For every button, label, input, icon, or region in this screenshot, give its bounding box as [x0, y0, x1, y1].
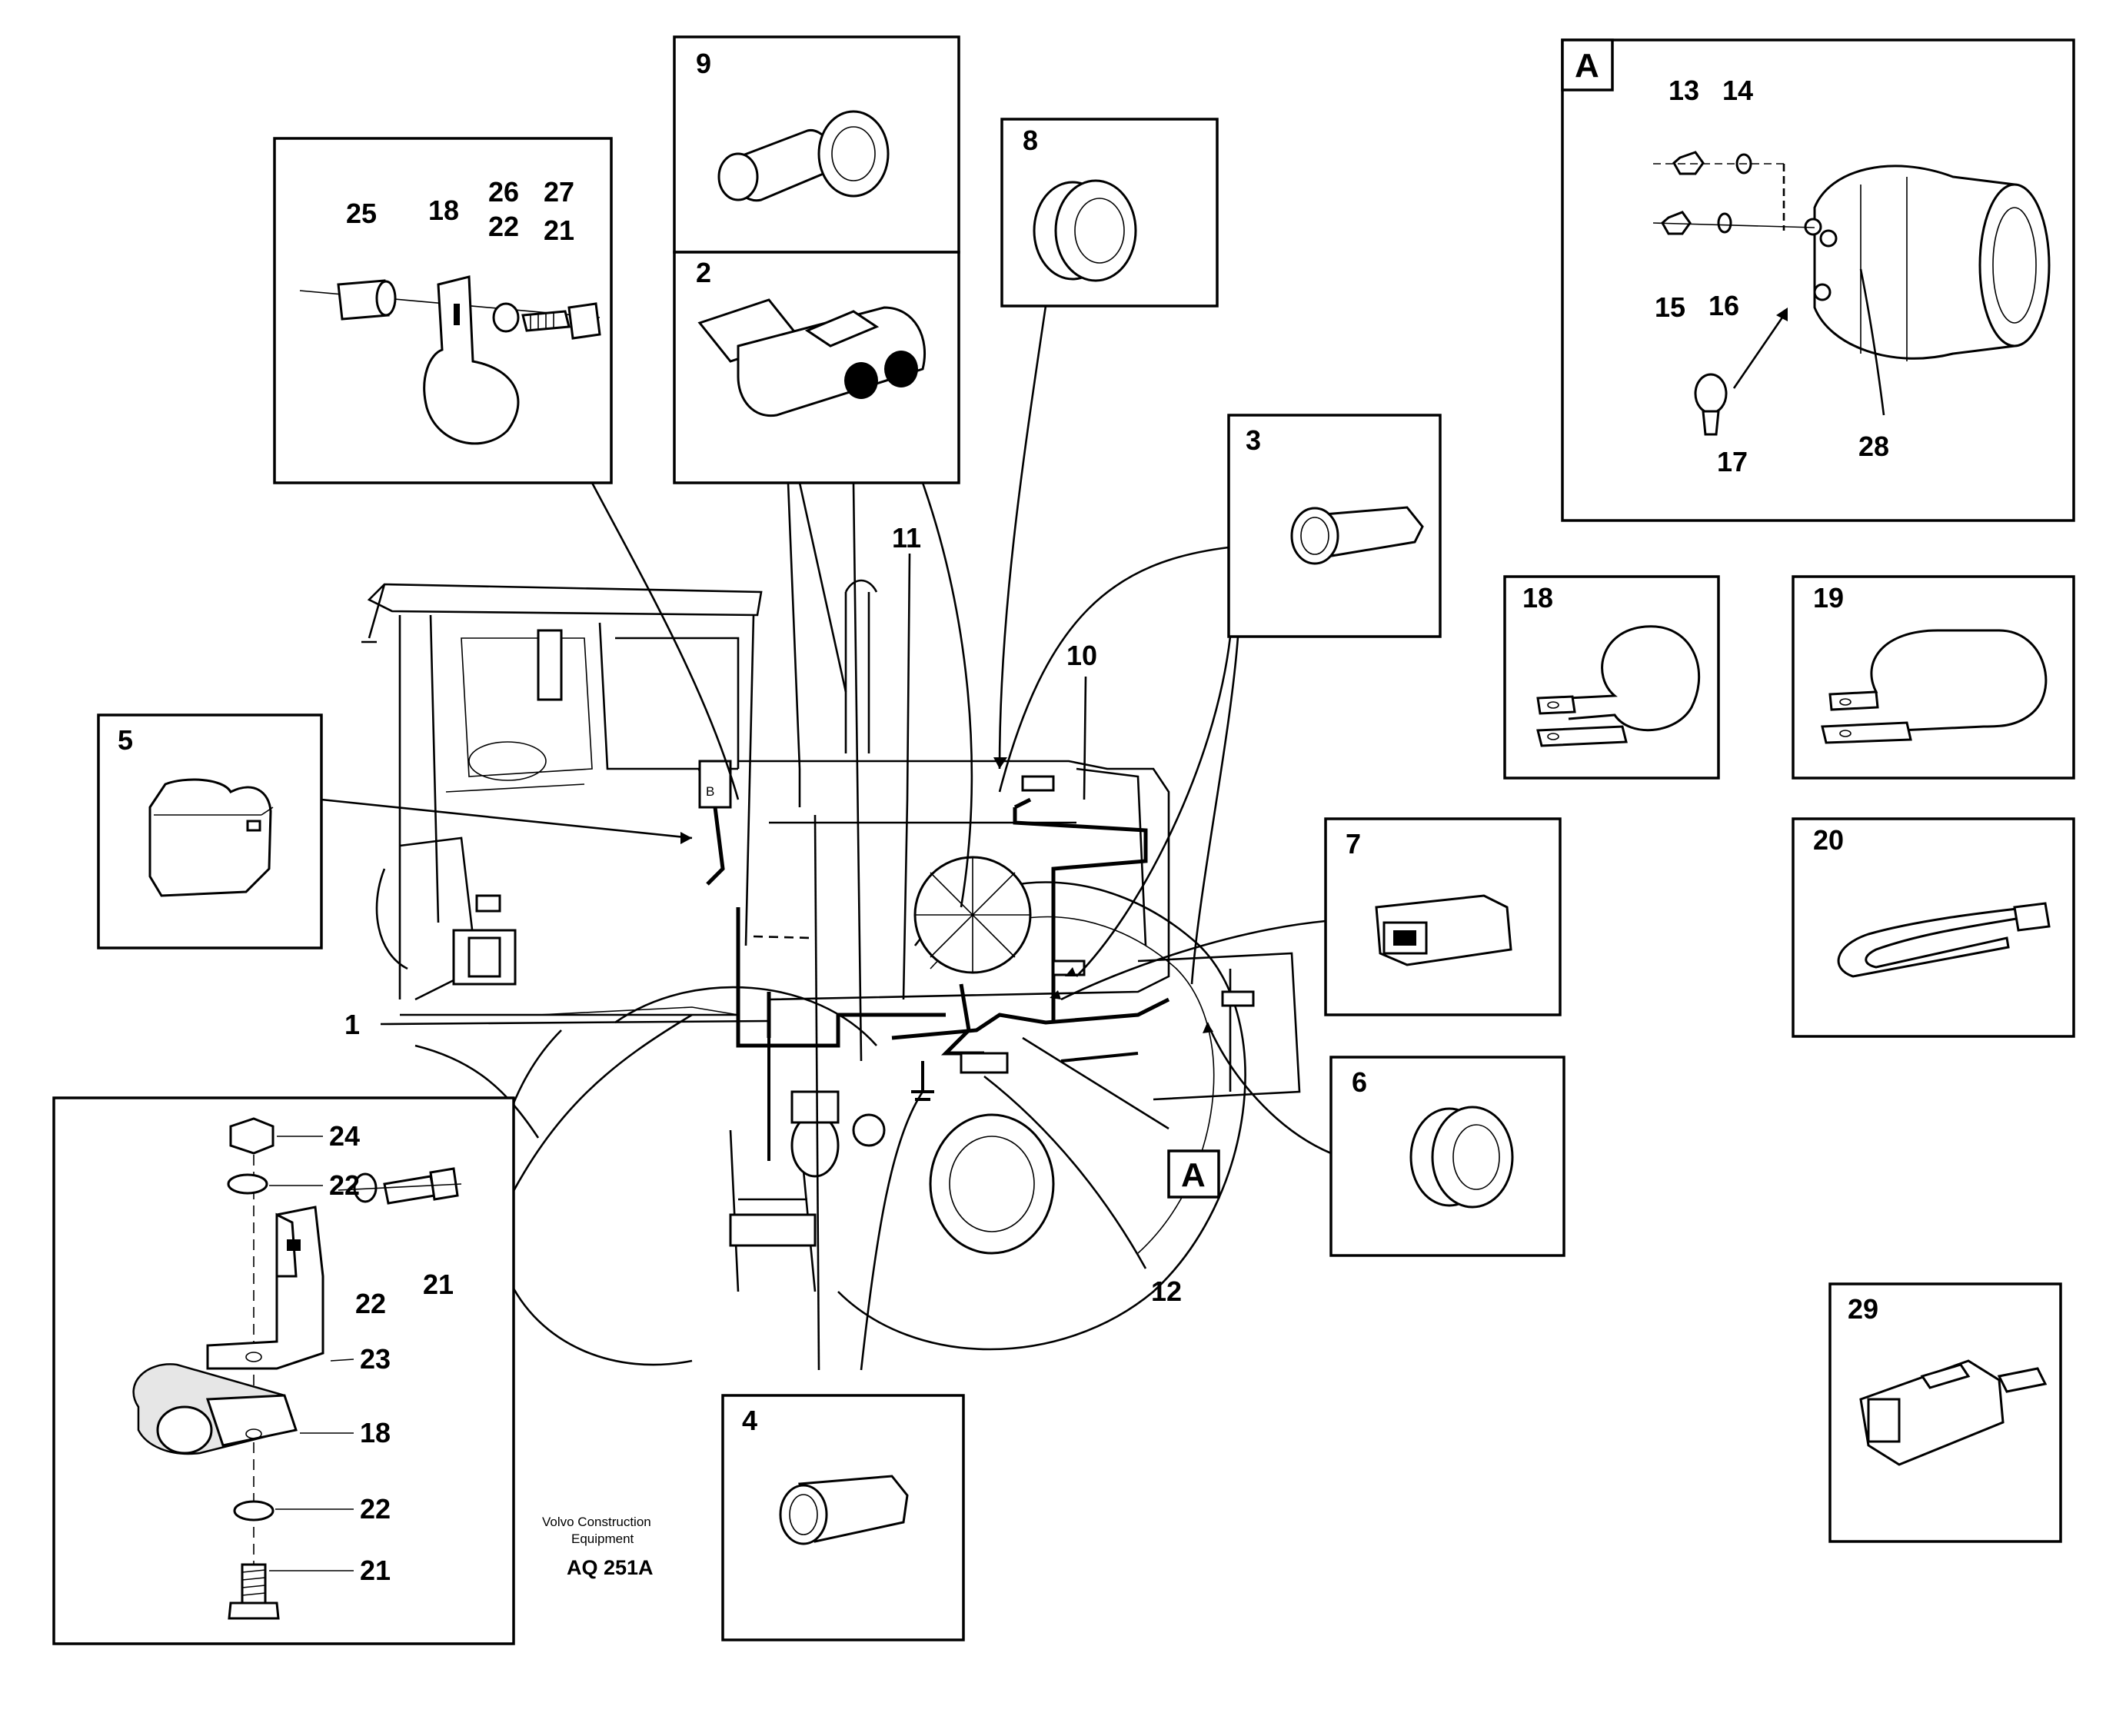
callout-23: 23 [360, 1343, 391, 1375]
callout-22-b: 22 [355, 1288, 386, 1319]
detail-box-9 [673, 35, 960, 254]
detail-box-4 [721, 1394, 965, 1641]
callout-29: 29 [1848, 1293, 1878, 1325]
wheel-loader-illustration [361, 579, 1301, 1366]
detail-box-19 [1792, 575, 2075, 780]
detail-box-7 [1324, 817, 1562, 1016]
detail-box-29 [1828, 1282, 2062, 1543]
callout-11: 11 [892, 522, 921, 554]
detail-a-reference-box [1167, 1149, 1220, 1199]
callout-27: 27 [544, 176, 574, 208]
detail-box-A [1561, 38, 2075, 522]
callout-24: 24 [329, 1120, 360, 1152]
callout-25: 25 [346, 198, 377, 229]
detail-a-label-box [1561, 38, 1614, 91]
detail-box-20 [1792, 817, 2075, 1038]
detail-box-18 [1503, 575, 1720, 780]
svg-text:B: B [706, 784, 714, 799]
callout-4: 4 [742, 1405, 757, 1436]
detail-a-reference-label: A [1181, 1156, 1206, 1194]
callout-10: 10 [1066, 640, 1097, 671]
detail-box-3 [1227, 414, 1442, 638]
company-line-2: Equipment [571, 1531, 634, 1546]
callout-18-b: 18 [360, 1417, 391, 1448]
callout-28: 28 [1858, 431, 1889, 462]
detail-box-6 [1329, 1056, 1565, 1257]
detail-box-8 [1000, 118, 1219, 308]
callout-18-top: 18 [428, 195, 459, 226]
detail-box-bracket-assembly [52, 1096, 515, 1645]
detail-a-label: A [1575, 47, 1599, 85]
callout-22-top: 22 [488, 211, 519, 242]
callout-7: 7 [1346, 828, 1361, 860]
callout-13: 13 [1669, 75, 1699, 106]
callout-6: 6 [1352, 1066, 1367, 1098]
callout-20: 20 [1813, 824, 1844, 856]
detail-box-clamp-assembly [273, 137, 613, 484]
callout-9: 9 [696, 48, 711, 79]
callout-5: 5 [118, 724, 133, 756]
callout-21-a: 21 [423, 1269, 454, 1300]
callout-14: 14 [1722, 75, 1753, 106]
callout-22-c: 22 [360, 1493, 391, 1525]
leader-lines [321, 305, 1332, 1371]
drawing-code: AQ 251A [567, 1556, 654, 1579]
callout-26: 26 [488, 176, 519, 208]
detail-box-5 [97, 713, 323, 949]
callout-22-a: 22 [329, 1169, 360, 1201]
callout-21-top: 21 [544, 215, 574, 246]
callout-18-box: 18 [1522, 582, 1553, 614]
detail-box-2 [673, 251, 960, 484]
callout-3: 3 [1246, 424, 1261, 456]
callout-21-b: 21 [360, 1555, 391, 1586]
callout-16: 16 [1708, 290, 1739, 321]
callout-19: 19 [1813, 582, 1844, 614]
callout-12: 12 [1151, 1275, 1182, 1307]
company-line-1: Volvo Construction [542, 1515, 651, 1529]
callout-1: 1 [344, 1009, 360, 1040]
callout-15: 15 [1655, 291, 1685, 323]
callout-8: 8 [1023, 125, 1038, 156]
callout-17: 17 [1717, 446, 1748, 477]
callout-2: 2 [696, 257, 711, 288]
